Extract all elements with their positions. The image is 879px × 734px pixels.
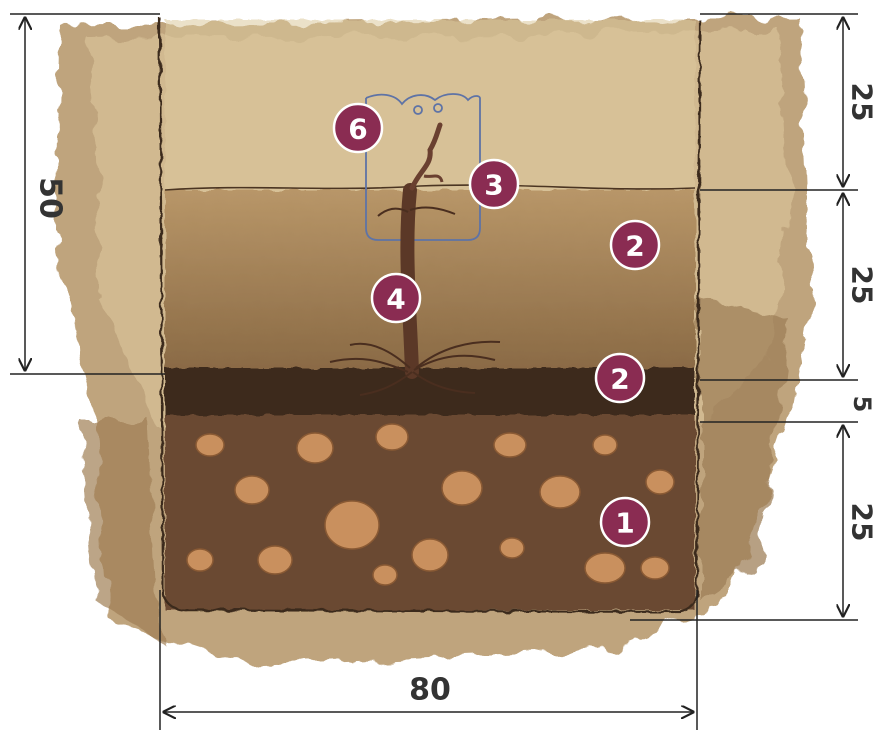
- dim-label-right-middle: 25: [846, 266, 879, 305]
- stone: [235, 476, 269, 504]
- stone: [412, 539, 448, 571]
- stone: [373, 565, 397, 585]
- marker-1: 1: [601, 498, 649, 546]
- dim-label-right-top: 25: [846, 83, 879, 122]
- stone: [646, 470, 674, 494]
- stone: [325, 501, 379, 549]
- stone: [258, 546, 292, 574]
- stone: [593, 435, 617, 455]
- marker-3-label: 3: [484, 169, 503, 202]
- marker-2-lower-label: 2: [610, 363, 629, 396]
- marker-3: 3: [470, 160, 518, 208]
- stone: [297, 433, 333, 463]
- stone: [196, 434, 224, 456]
- marker-2-upper: 2: [611, 221, 659, 269]
- stone: [187, 549, 213, 571]
- stone: [585, 553, 625, 583]
- stone: [442, 471, 482, 505]
- marker-2-upper-label: 2: [625, 230, 644, 263]
- stone: [494, 433, 526, 457]
- marker-6: 6: [334, 104, 382, 152]
- dim-label-right-dark: 5: [848, 396, 876, 413]
- marker-4-label: 4: [386, 283, 405, 316]
- stone: [641, 557, 669, 579]
- marker-2-lower: 2: [596, 354, 644, 402]
- marker-6-label: 6: [348, 113, 367, 146]
- marker-4: 4: [372, 274, 420, 322]
- marker-1-label: 1: [615, 507, 634, 540]
- stone: [500, 538, 524, 558]
- stone: [540, 476, 580, 508]
- stone: [376, 424, 408, 450]
- dim-label-right-bottom: 25: [846, 503, 879, 542]
- backfill-layer: [165, 190, 695, 370]
- topsoil-layer: [165, 20, 695, 190]
- dim-label-bottom: 80: [409, 673, 451, 708]
- dim-label-left: 50: [33, 177, 68, 219]
